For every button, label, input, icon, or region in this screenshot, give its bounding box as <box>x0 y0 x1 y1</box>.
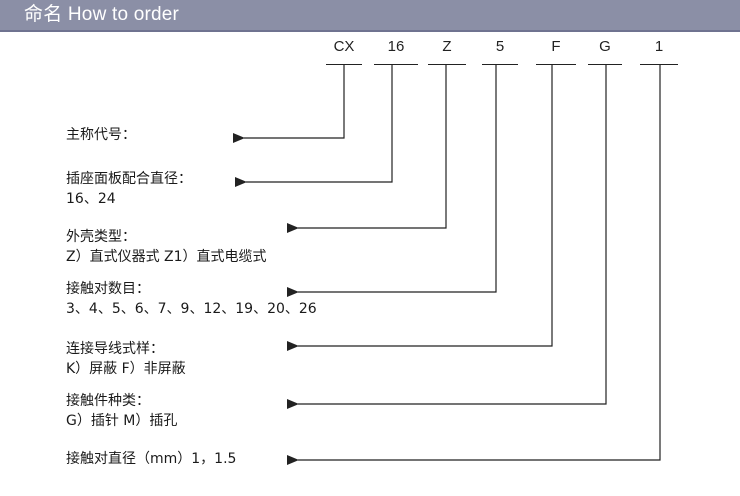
field-label-contact-count: 接触对数目： <box>66 281 150 297</box>
field-label-series-code: 主称代号： <box>66 127 136 143</box>
field-label-shell-type: 外壳类型： <box>66 229 136 245</box>
code-segment-shell: Z <box>442 38 452 55</box>
code-underline <box>588 64 622 65</box>
code-underline <box>536 64 576 65</box>
connector-shell <box>287 65 447 233</box>
code-underline <box>374 64 418 65</box>
code-segment-contacts: 5 <box>495 38 505 55</box>
connector-contact-diameter <box>287 65 661 465</box>
code-underline <box>428 64 466 65</box>
code-segment-contact-diameter: 1 <box>654 38 664 55</box>
code-underline <box>326 64 362 65</box>
field-value-panel-diameter: 16、24 <box>66 191 116 207</box>
code-underline <box>482 64 518 65</box>
field-value-shell-type: Z）直式仪器式 Z1）直式电缆式 <box>66 249 267 265</box>
field-label-panel-diameter: 插座面板配合直径： <box>66 171 192 187</box>
section-header: 命名 How to order <box>0 0 740 32</box>
field-value-contact-type: G）插针 M）插孔 <box>66 413 178 429</box>
connector-contact-type <box>287 65 607 409</box>
field-label-contact-type: 接触件种类： <box>66 393 150 409</box>
field-value-contact-count: 3、4、5、6、7、9、12、19、20、26 <box>66 301 317 317</box>
field-label-contact-diameter: 接触对直径（mm）1，1.5 <box>66 451 237 467</box>
field-value-wire-style: K）屏蔽 F）非屏蔽 <box>66 361 186 377</box>
field-label-wire-style: 连接导线式样： <box>66 341 164 357</box>
connector-series <box>233 65 345 143</box>
code-segment-diameter: 16 <box>387 38 405 55</box>
connector-diameter <box>235 65 393 187</box>
code-underline <box>640 64 678 65</box>
code-segment-wire: F <box>551 38 561 55</box>
code-segment-contact-type: G <box>599 38 611 55</box>
connector-wire <box>287 65 553 351</box>
section-title: 命名 How to order <box>24 4 180 25</box>
connector-contacts <box>287 65 497 297</box>
code-segment-series: CX <box>333 38 355 55</box>
